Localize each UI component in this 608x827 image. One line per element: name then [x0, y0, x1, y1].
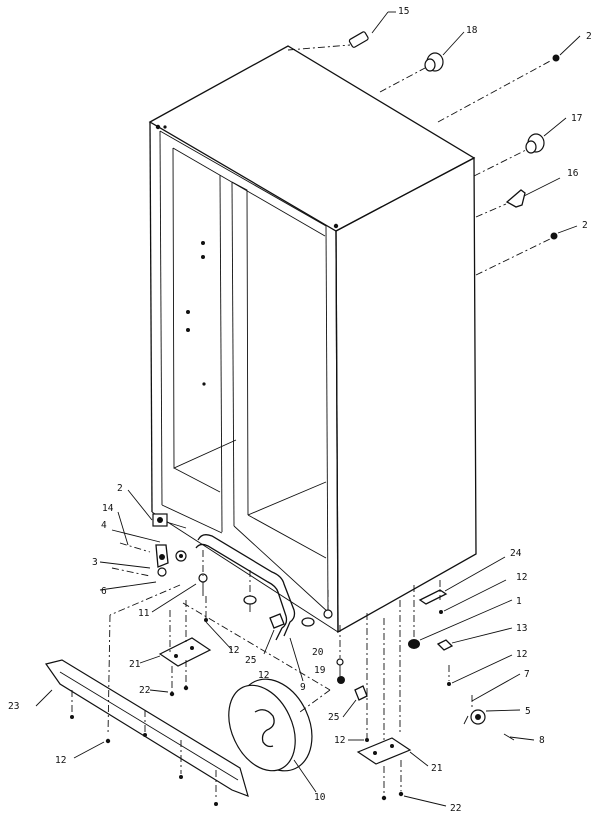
callout-10: 10 — [314, 792, 326, 803]
roller-5-7-8 — [463, 673, 535, 741]
callout-2: 2 — [586, 31, 592, 42]
leveling-leg-11 — [151, 550, 208, 613]
callout-3: 3 — [92, 557, 98, 568]
hinge-24 — [418, 556, 506, 605]
callout-labels: 15 18 2 17 16 2 2 14 4 3 6 11 21 12 22 2… — [8, 6, 592, 814]
callout-25: 25 — [328, 712, 339, 723]
callout-13: 13 — [516, 623, 527, 634]
callout-12: 12 — [334, 735, 345, 746]
feet-under-cabinet — [243, 570, 333, 627]
callout-2: 2 — [117, 483, 123, 494]
drain-pan-10 — [182, 602, 331, 793]
toe-grille-23 — [35, 584, 249, 806]
callout-24: 24 — [510, 548, 522, 559]
foot-1 — [408, 585, 513, 649]
screw-2-mid — [475, 225, 578, 276]
cabinet — [148, 45, 477, 634]
hinge-plate-21-right — [356, 600, 429, 767]
callout-9: 9 — [300, 682, 306, 693]
screw-19-20 — [336, 625, 345, 684]
bracket-16 — [475, 177, 561, 218]
callout-20: 20 — [312, 647, 324, 658]
screw-12-left-mid — [204, 596, 233, 651]
screw-12-right-top — [439, 579, 507, 614]
callout-7: 7 — [524, 669, 530, 680]
hinge-pin-15 — [287, 11, 396, 51]
screw-2-top — [437, 35, 581, 123]
callout-23: 23 — [8, 701, 19, 712]
callout-6: 6 — [101, 586, 107, 597]
callout-21: 21 — [431, 763, 443, 774]
cap-13 — [436, 627, 513, 651]
screws-22-right — [381, 760, 447, 807]
bushing-18 — [379, 31, 465, 93]
callout-5: 5 — [525, 706, 531, 717]
callout-22: 22 — [139, 685, 150, 696]
callout-4: 4 — [101, 520, 107, 531]
bushing-17 — [473, 117, 567, 177]
callout-22: 22 — [450, 803, 461, 814]
callout-19: 19 — [314, 665, 326, 676]
callout-8: 8 — [539, 735, 545, 746]
screw-12-center — [348, 613, 369, 742]
callout-14: 14 — [102, 503, 114, 514]
callout-12: 12 — [55, 755, 66, 766]
callout-12: 12 — [516, 649, 527, 660]
callout-18: 18 — [466, 25, 478, 36]
callout-25: 25 — [245, 655, 256, 666]
hinge-bracket-left — [99, 489, 187, 591]
callout-1: 1 — [516, 596, 522, 607]
bracket-25-lower — [342, 685, 368, 718]
callout-21: 21 — [129, 659, 141, 670]
callout-2: 2 — [582, 220, 588, 231]
hinge-plate-21-left — [139, 600, 212, 667]
drain-tube-9 — [195, 534, 304, 682]
callout-12: 12 — [258, 670, 269, 681]
callout-11: 11 — [138, 608, 150, 619]
callout-16: 16 — [567, 168, 579, 179]
callout-15: 15 — [398, 6, 409, 17]
callout-17: 17 — [571, 113, 582, 124]
callout-12: 12 — [228, 645, 239, 656]
screws-22-left — [149, 660, 189, 697]
callout-12: 12 — [516, 572, 527, 583]
bracket-25-upper — [263, 613, 285, 655]
screw-12-right-mid — [447, 654, 513, 686]
